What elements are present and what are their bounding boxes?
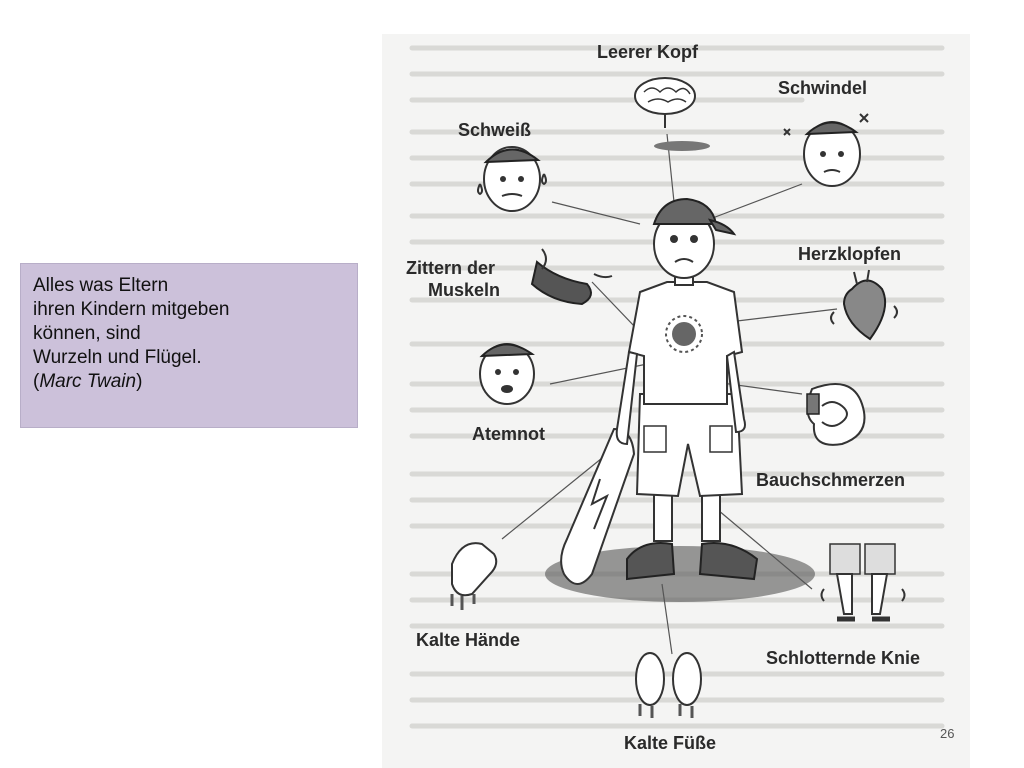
quote-line-1: Alles was Eltern (33, 275, 169, 296)
breathless-face-icon (479, 343, 535, 405)
illustration-svg: Leerer Kopf Schwindel Schweiß Zittern de… (406, 42, 945, 753)
label-kalte-fuesse: Kalte Füße (624, 733, 716, 753)
quote-author-name: Marc Twain (39, 371, 137, 392)
stress-symptoms-illustration: Leerer Kopf Schwindel Schweiß Zittern de… (382, 34, 970, 768)
quote-box: Alles was Eltern ihren Kindern mitgeben … (20, 263, 358, 428)
label-schwindel: Schwindel (778, 78, 867, 98)
label-zittern-line1: Zittern der (406, 258, 495, 278)
quote-author-open-paren: ( (33, 371, 40, 392)
dizzy-face-icon (783, 113, 869, 187)
cold-hand-icon (450, 542, 498, 610)
label-schweiss: Schweiß (458, 120, 531, 140)
label-leerer-kopf: Leerer Kopf (597, 42, 699, 62)
boy-figure (560, 197, 759, 585)
intestines-icon (806, 383, 866, 446)
quote-line-4: Wurzeln und Flügel. (33, 347, 202, 368)
sweating-face-icon (477, 146, 547, 212)
quote-line-2: ihren Kindern mitgeben (33, 299, 230, 320)
label-atemnot: Atemnot (472, 424, 545, 444)
cold-feet-icon (635, 652, 702, 718)
heart-burst (672, 322, 696, 346)
page-number: 26 (940, 726, 955, 741)
shaking-knees-icon (820, 543, 906, 622)
label-zittern-line2: Muskeln (428, 280, 500, 300)
label-herzklopfen: Herzklopfen (798, 244, 901, 264)
quote-author: (Marc Twain) (33, 370, 345, 394)
heart-icon (830, 269, 898, 341)
quote-line-3: können, sind (33, 323, 141, 344)
label-schlotternde-knie: Schlotternde Knie (766, 648, 920, 668)
trembling-muscle-icon (530, 248, 613, 306)
label-kalte-haende: Kalte Hände (416, 630, 520, 650)
brain-icon (634, 77, 710, 151)
quote-author-close-paren: ) (136, 371, 143, 392)
label-bauchschmerzen: Bauchschmerzen (756, 470, 905, 490)
